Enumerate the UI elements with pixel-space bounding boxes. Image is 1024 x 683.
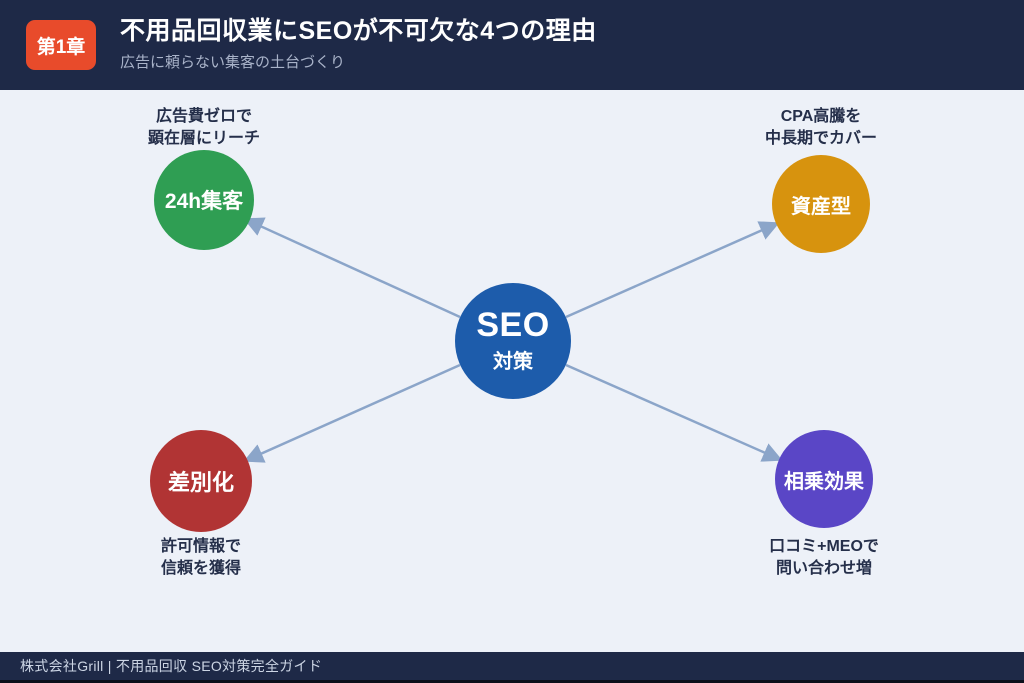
caption-24h-line1: 広告費ゼロで [155, 108, 252, 125]
node-synergy: 相乗効果 [775, 430, 873, 528]
footer: 株式会社Grill | 不用品回収 SEO対策完全ガイド [0, 652, 1024, 683]
node-differentiation: 差別化 [150, 430, 252, 532]
page-title: 不用品回収業にSEOが不可欠な4つの理由 [120, 17, 597, 46]
footer-text: 株式会社Grill | 不用品回収 SEO対策完全ガイド [20, 658, 323, 674]
caption-asset-line1: CPA高騰を [780, 108, 862, 125]
arrow-to-24h-node [243, 217, 461, 319]
arrow-to-synergy-node [565, 363, 783, 462]
caption-synergy-line2: 問い合わせ増 [775, 560, 872, 578]
caption-asset: CPA高騰を 中長期でカバー [711, 106, 931, 151]
center-node-title: SEO [476, 305, 550, 344]
page-subtitle: 広告に頼らない集客の土台づくり [120, 53, 346, 71]
caption-asset-line2: 中長期でカバー [764, 130, 877, 148]
arrow-to-asset-node [565, 221, 780, 319]
chapter-badge: 第1章 [26, 20, 96, 70]
caption-synergy-line1: 口コミ+MEOで [769, 538, 879, 555]
header-text: 不用品回収業にSEOが不可欠な4つの理由 広告に頼らない集客の土台づくり [120, 18, 597, 72]
connector-arrows [243, 217, 783, 463]
diagram-canvas: 広告費ゼロで 顕在層にリーチ CPA高騰を 中長期でカバー 許可情報で 信頼を獲… [0, 90, 1024, 652]
caption-differentiation: 許可情報で 信頼を獲得 [91, 536, 311, 581]
center-node-subtitle: 対策 [493, 351, 533, 374]
node-asset-type: 資産型 [772, 155, 870, 253]
caption-differentiation-line1: 許可情報で [160, 538, 241, 555]
node-24h-attraction: 24h集客 [154, 150, 254, 250]
header: 第1章 不用品回収業にSEOが不可欠な4つの理由 広告に頼らない集客の土台づくり [0, 0, 1024, 90]
center-node-seo: SEO 対策 [455, 283, 571, 399]
caption-differentiation-line2: 信頼を獲得 [160, 560, 241, 578]
caption-24h-line2: 顕在層にリーチ [147, 130, 260, 148]
arrow-to-differentiation-node [243, 363, 461, 463]
caption-24h: 広告費ゼロで 顕在層にリーチ [94, 106, 314, 151]
caption-synergy: 口コミ+MEOで 問い合わせ増 [714, 536, 934, 581]
